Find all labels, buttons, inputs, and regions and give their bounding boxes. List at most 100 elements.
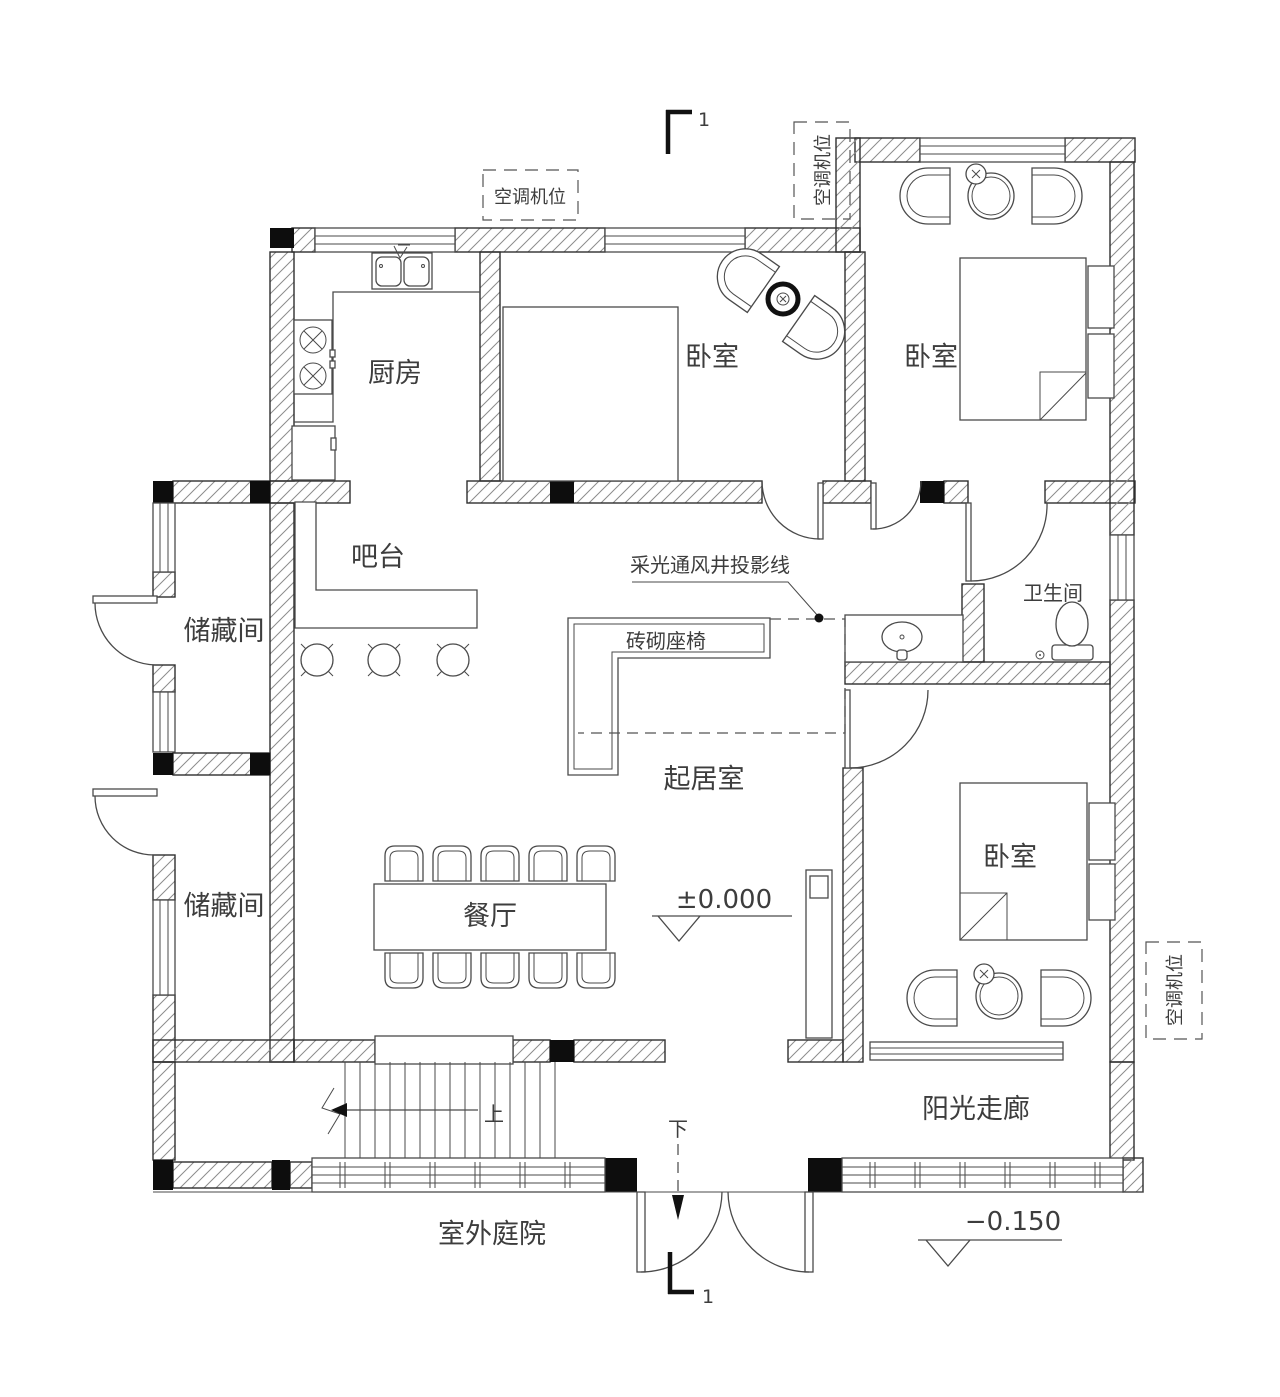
door-bedroom-top-middle [761,480,824,540]
side-table [765,281,801,317]
label-dining-room: 餐厅 [463,901,517,932]
section-mark-top [665,109,692,154]
label-section-bottom: 1 [702,1286,714,1308]
label-stairs-up: 上 [484,1102,504,1126]
bar-counter [294,501,478,629]
armchair [899,167,951,225]
round-table [973,963,1023,1020]
bar-stool [300,643,334,677]
door-storage-upper [92,595,158,666]
dining-chair [432,952,472,989]
window-storage-lower [152,899,176,996]
windows [152,137,1143,1193]
kitchen-fixtures [291,244,480,481]
level-mark-courtyard [918,1239,1062,1268]
armchair [1031,167,1083,225]
window-storage-upper-1 [152,502,176,573]
stair-threshold [374,1035,514,1065]
light-well [578,581,846,734]
window-kitchen-top [314,227,456,253]
window-storage-upper-2 [152,691,176,753]
tv-cabinet [805,869,833,1039]
dining-chair [432,845,472,882]
stair-arrow [331,1103,347,1117]
entry-down-arrow [672,1144,684,1220]
label-level-courtyard: −0.150 [965,1207,1061,1237]
label-bedroom-bottom-right: 卧室 [983,842,1037,873]
nightstand [1087,333,1115,399]
label-bedroom-top-right: 卧室 [904,342,958,373]
bed-fold [1039,371,1087,421]
nightstand [1087,265,1115,329]
dining-chair [528,952,568,989]
dining-chair [384,952,424,989]
ac-box-right [1145,941,1203,1040]
floor-drain [1035,650,1045,660]
dining-chair [480,952,520,989]
label-section-top: 1 [698,109,710,131]
window-bathroom-right [1109,534,1135,601]
dining-chair [576,845,616,882]
kitchen-stove [293,319,336,395]
dining-chair [576,952,616,989]
nightstand [1088,802,1116,861]
dining-set [373,845,616,989]
window-band-left [311,1157,606,1193]
label-outdoor-courtyard: 室外庭院 [438,1219,546,1250]
label-light-well: 采光通风井投影线 [630,553,790,577]
round-table [965,163,1015,220]
door-bathroom [965,502,1048,582]
kitchen-fridge [291,425,337,481]
bar-counter-group [294,501,478,677]
label-living-room: 起居室 [664,764,745,795]
nightstand [1088,863,1116,921]
window-bedroom-bottom [869,1041,1064,1061]
bed [502,306,679,482]
bed [959,782,1088,941]
dining-chair [528,845,568,882]
section-mark-bottom [667,1252,694,1295]
washbasin [844,614,964,663]
doors [92,480,1048,1273]
brick-seat [567,617,771,776]
door-storage-lower [92,788,158,856]
label-sun-corridor: 阳光走廊 [922,1094,1030,1125]
dining-chair [480,845,520,882]
label-ac-top: 空调机位 [494,187,566,208]
toilet [1051,601,1094,661]
kitchen-sink [371,244,433,290]
bedroom-bottom-right-furniture [805,782,1116,1039]
bar-stool [436,643,470,677]
bedroom-top-right-furniture [899,163,1115,421]
door-bedroom-top-right [870,480,922,530]
label-bar: 吧台 [351,542,405,573]
label-bathroom: 卫生间 [1023,581,1083,605]
label-level-main: ±0.000 [676,885,772,915]
label-kitchen: 厨房 [368,358,422,389]
entry-double-door [636,1191,814,1273]
bedroom-top-middle-furniture [502,237,857,482]
armchair [1040,969,1092,1027]
window-band-right [841,1157,1124,1193]
bed [959,257,1087,421]
dining-chair [384,845,424,882]
bathroom-fixtures [844,601,1094,663]
ac-box-top-right [793,121,851,220]
label-bedroom-top-middle: 卧室 [685,342,739,373]
label-ac-right: 空调机位 [1165,954,1186,1026]
level-mark-main [652,915,792,943]
label-entry-down: 下 [668,1117,688,1141]
walls [152,137,1144,1193]
columns [153,228,944,1192]
door-bedroom-bottom-right [844,689,929,769]
bar-stool [367,643,401,677]
window-bedroom-right-top [919,137,1066,163]
brick-seat-group [567,617,771,776]
dining-table [373,883,607,951]
label-storage-upper: 储藏间 [184,616,265,647]
label-ac-top-right: 空调机位 [813,134,834,206]
window-bedroom-mid-top [604,227,746,253]
bed-fold [959,892,1008,941]
